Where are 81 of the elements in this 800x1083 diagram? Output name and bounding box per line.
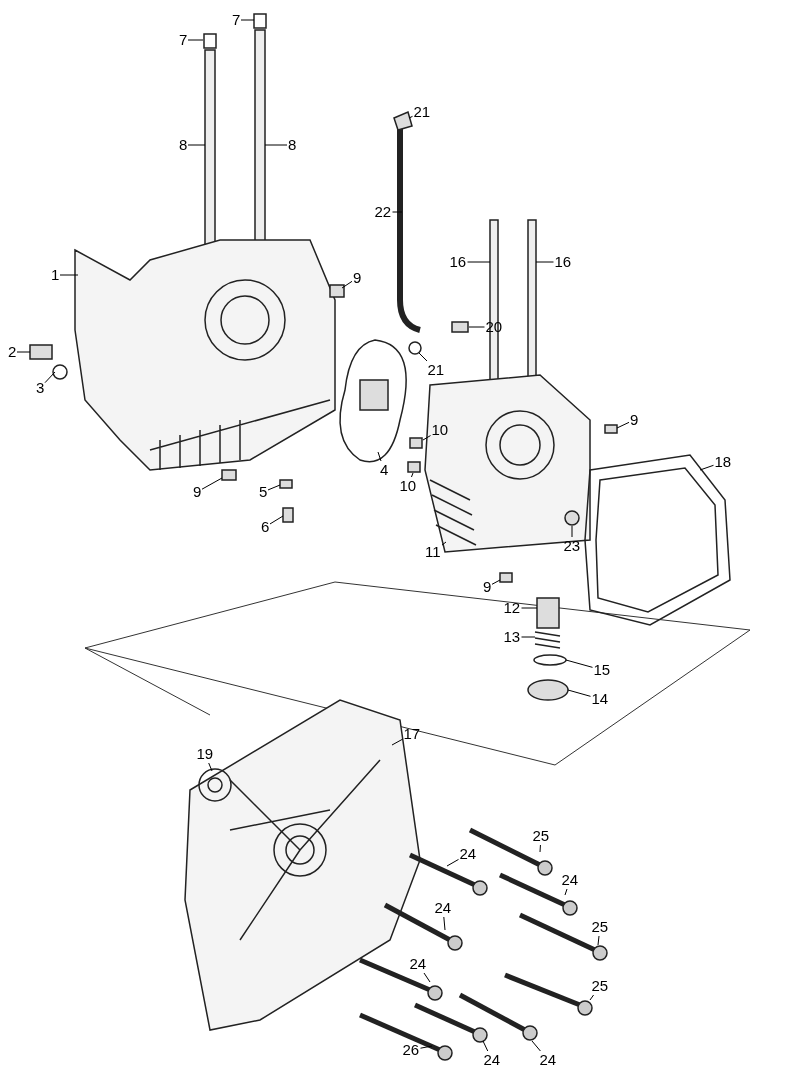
leader-line [597, 935, 600, 946]
callout-number: 16 [554, 254, 572, 270]
leader-line [408, 115, 413, 119]
callout-number: 3 [36, 380, 45, 396]
callout-number: 25 [591, 919, 609, 935]
callout-number: 26 [402, 1042, 420, 1058]
callout-number: 9 [193, 484, 202, 500]
callout-number: 9 [483, 579, 492, 595]
leader-line [443, 916, 446, 931]
callout-number: 19 [196, 746, 214, 762]
callout-number: 24 [459, 846, 477, 862]
leader-line [446, 858, 459, 867]
leader-line [201, 477, 223, 490]
leader-line [468, 326, 485, 328]
callout-number: 24 [434, 900, 452, 916]
leader-line [391, 738, 403, 746]
callout-number: 24 [483, 1052, 501, 1068]
leader-line [467, 261, 491, 263]
leader-line [482, 1040, 489, 1052]
leader-line [410, 472, 414, 478]
callout-number: 22 [374, 204, 392, 220]
leader-line [208, 762, 213, 772]
leader-line [187, 39, 204, 41]
leader-line [539, 844, 541, 853]
callout-number: 24 [409, 956, 427, 972]
leader-line [567, 689, 591, 697]
leader-line [392, 211, 403, 213]
callout-number: 8 [288, 137, 297, 153]
callout-number: 8 [179, 137, 188, 153]
leader-line [521, 607, 538, 609]
callout-number: 1 [51, 267, 60, 283]
callout-number: 6 [261, 519, 270, 535]
callout-number: 21 [413, 104, 431, 120]
leader-line [616, 421, 630, 429]
callout-number: 25 [591, 978, 609, 994]
callout-number: 4 [380, 462, 389, 478]
leader-line [240, 19, 255, 21]
callout-number: 10 [399, 478, 417, 494]
callout-number: 17 [403, 726, 421, 742]
callout-number: 25 [532, 828, 550, 844]
leader-line [491, 579, 501, 585]
callout-number: 21 [427, 362, 445, 378]
leader-line [16, 351, 31, 353]
callout-number: 7 [179, 32, 188, 48]
leader-line [264, 144, 288, 146]
leader-line [187, 144, 206, 146]
leader-line [565, 659, 593, 668]
callout-number: 10 [431, 422, 449, 438]
callout-number: 24 [539, 1052, 557, 1068]
callout-number: 23 [563, 538, 581, 554]
leader-line [423, 972, 431, 983]
callout-number: 12 [503, 600, 521, 616]
callout-number: 15 [593, 662, 611, 678]
leader-line [341, 280, 353, 289]
callout-number: 9 [353, 270, 362, 286]
callout-number: 9 [630, 412, 639, 428]
leader-line [422, 435, 431, 441]
leader-line [269, 515, 284, 525]
leader-line [521, 636, 536, 638]
callout-number: 14 [591, 691, 609, 707]
leader-line [44, 371, 56, 384]
leader-line [59, 274, 79, 276]
leader-line [535, 261, 554, 263]
leader-line [267, 484, 281, 491]
callout-number: 24 [561, 872, 579, 888]
leader-line [589, 994, 595, 1001]
leader-line [531, 1040, 541, 1052]
callout-number: 18 [714, 454, 732, 470]
leader-line [418, 352, 428, 362]
callout-number: 11 [425, 544, 441, 560]
callout-number: 2 [8, 344, 17, 360]
callout-number: 16 [449, 254, 467, 270]
leader-line [571, 525, 573, 538]
leader-line [441, 541, 447, 546]
callout-number: 5 [259, 484, 268, 500]
callout-number: 7 [232, 12, 241, 28]
leader-line [564, 888, 568, 896]
leader-line [377, 451, 382, 462]
leader-line [420, 1045, 433, 1049]
callout-number: 13 [503, 629, 521, 645]
leader-line [699, 464, 714, 471]
